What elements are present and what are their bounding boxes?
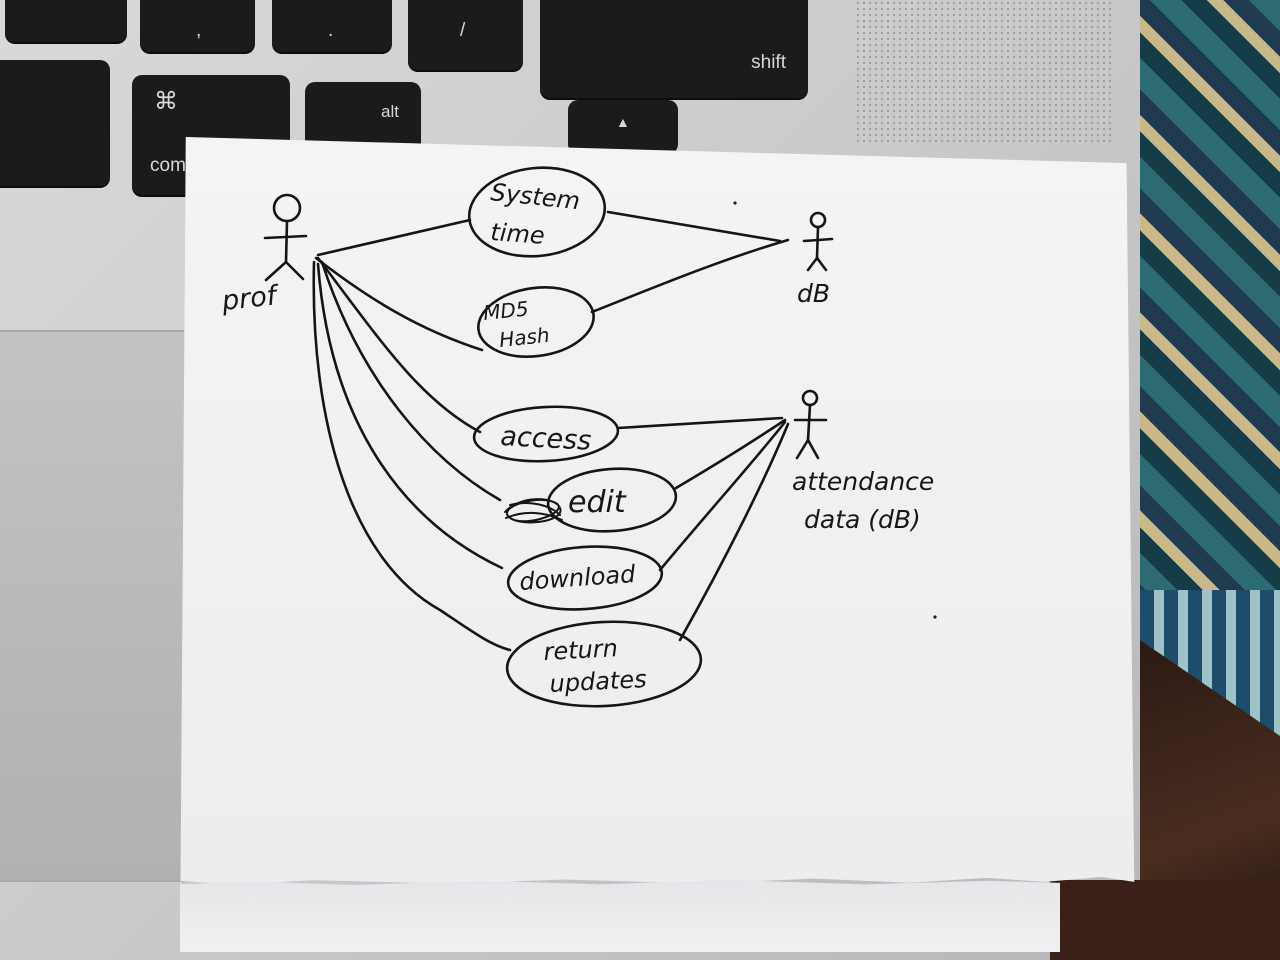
access-ellipse (472, 405, 620, 463)
access-label: access (500, 421, 592, 457)
system-time-label-line2: time (490, 218, 546, 250)
key-slash[interactable]: / (408, 0, 523, 70)
md5-label-line2: Hash (498, 323, 551, 352)
link-prof-md5 (314, 256, 484, 352)
link-prof-access (316, 256, 482, 434)
link-system-time-db (606, 210, 782, 243)
db-label: dB (797, 279, 830, 308)
key-option[interactable] (0, 60, 110, 186)
download-ellipse (506, 545, 664, 611)
scribble-mark (504, 498, 563, 524)
key-comma[interactable]: , (140, 0, 255, 52)
link-edit-attendance (674, 418, 787, 490)
key-alt[interactable]: alt (305, 82, 421, 152)
key-shift[interactable]: shift (540, 0, 808, 98)
prof-label: prof (219, 280, 281, 317)
link-md5-db (590, 238, 790, 314)
return-label-line1: return (543, 634, 619, 666)
speaker-grille (855, 0, 1115, 145)
link-prof-system-time (316, 218, 472, 257)
trackpad[interactable] (0, 330, 202, 882)
link-prof-download (316, 262, 504, 570)
key-arrow-up[interactable]: ▲ (568, 100, 678, 152)
wood-strip (1050, 880, 1280, 960)
key-blank-1[interactable] (5, 0, 127, 42)
paper-sheet (180, 137, 1135, 952)
db-actor-figure (802, 211, 834, 272)
ink-dot (733, 201, 737, 205)
edit-label: edit (568, 485, 627, 520)
attendance-label-line2: data (dB) (804, 505, 921, 534)
download-label: download (518, 560, 636, 596)
paper-torn-edge (180, 880, 1060, 952)
link-return-attendance (678, 422, 790, 642)
ink-dot (933, 615, 937, 619)
return-updates-ellipse (505, 620, 703, 708)
link-prof-return (312, 260, 512, 652)
edit-ellipse (546, 467, 678, 533)
attendance-actor-figure (793, 389, 828, 460)
return-label-line2: updates (549, 665, 647, 698)
link-access-attendance (616, 416, 784, 430)
link-prof-edit (320, 260, 502, 502)
md5-label-line1: MD5 (482, 296, 530, 325)
md5-hash-ellipse (477, 286, 595, 358)
prof-actor-figure (263, 193, 308, 282)
attendance-label-line1: attendance (792, 467, 934, 496)
system-time-label-line1: System (489, 178, 581, 215)
link-download-attendance (658, 420, 787, 572)
key-period[interactable]: . (272, 0, 392, 52)
